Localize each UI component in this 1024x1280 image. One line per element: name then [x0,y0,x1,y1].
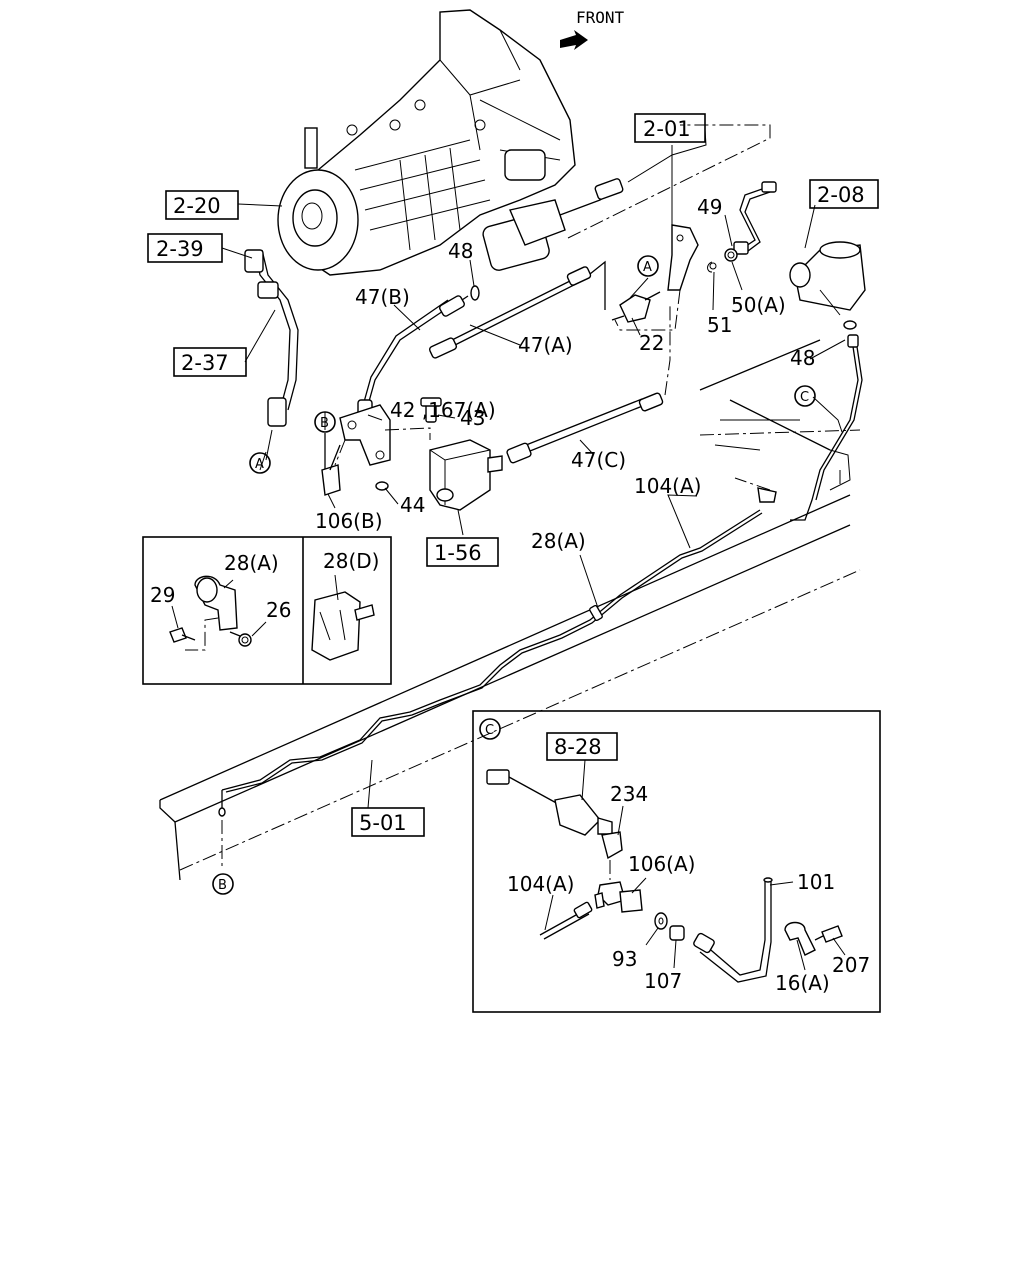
callout-50a: 50(A) [731,293,786,317]
ref-box-8-28[interactable]: 8-28 [546,732,618,761]
ref-box-label: 2-20 [173,194,221,218]
callout-207: 207 [832,953,870,977]
callout-47c: 47(C) [571,448,626,472]
ref-box-label: 2-01 [643,117,691,141]
callout-43: 43 [460,406,485,430]
callout-16a: 16(A) [775,971,830,995]
hose-reservoir [734,320,863,521]
ref-box-label: 5-01 [359,811,407,835]
callout-49: 49 [697,195,722,219]
ref-box-label: 1-56 [434,541,482,565]
bracket-22 [611,224,717,331]
ref-box-2-08[interactable]: 2-08 [809,179,879,209]
callout-104a-main: 104(A) [634,474,701,498]
callout-28a-inset: 28(A) [224,551,279,575]
marker-letter: B [320,416,329,431]
front-indicator: FRONT [560,8,625,50]
callout-101: 101 [797,870,835,894]
callout-106a: 106(A) [628,852,695,876]
ref-box-label: 8-28 [554,735,602,759]
circle-marker-c-main: C [794,385,816,407]
circle-marker-a-bottom: A [249,452,271,474]
callout-44: 44 [400,493,425,517]
callout-29: 29 [150,583,175,607]
callout-42-167a: 42 ,167(A) [390,398,496,422]
callout-106b: 106(B) [315,509,383,533]
circle-marker-a-top: A [637,255,659,277]
transmission-assembly [277,9,576,276]
callout-48-top: 48 [448,239,473,263]
ref-box-label: 2-37 [181,351,229,375]
inset-c-detail [472,710,881,1013]
callout-48-right: 48 [790,346,815,370]
circle-marker-b-bottom: B [212,873,234,895]
ref-box-2-37[interactable]: 2-37 [173,347,247,377]
fitting-106b [321,433,346,496]
marker-letter: B [218,878,227,893]
callout-22: 22 [639,331,664,355]
marker-letter: A [643,260,652,275]
pipe-47c [506,305,671,464]
pipe-49 [724,181,777,262]
ref-box-1-56[interactable]: 1-56 [426,537,499,567]
circle-marker-c-inset: C [479,718,501,740]
callout-28d: 28(D) [323,549,379,573]
clutch-booster [482,124,771,271]
ref-box-2-01[interactable]: 2-01 [634,113,706,143]
inset-clip-detail [142,536,392,685]
reservoir [789,241,866,316]
front-arrow-icon [560,30,588,50]
callout-28a-main: 28(A) [531,529,586,553]
callout-47b: 47(B) [355,285,410,309]
front-label: FRONT [576,8,625,27]
callout-26: 26 [266,598,291,622]
ref-box-label: 2-39 [156,237,204,261]
pipe-104a-long [218,509,763,868]
callout-234: 234 [610,782,648,806]
callout-107: 107 [644,969,682,993]
ref-box-5-01[interactable]: 5-01 [351,807,425,837]
pipe-47a [428,260,606,359]
ref-box-label: 2-08 [817,183,865,207]
marker-letter: C [800,390,809,405]
callout-104a-inset: 104(A) [507,872,574,896]
circle-marker-b-top: B [314,411,336,433]
marker-letter: A [255,457,264,472]
frame-rail [159,339,861,881]
hose-2-37 [244,249,299,461]
callout-93: 93 [612,947,637,971]
callouts: 49 48 48 50(A) 51 47(B) 47(A) 22 42 ,167… [150,195,870,995]
callout-51: 51 [707,313,732,337]
marker-letter: C [485,723,494,738]
ref-box-2-20[interactable]: 2-20 [165,190,239,220]
leader-lines [171,129,846,971]
valve-bracket [339,397,503,511]
callout-47a: 47(A) [518,333,573,357]
ref-box-2-39[interactable]: 2-39 [147,233,223,263]
